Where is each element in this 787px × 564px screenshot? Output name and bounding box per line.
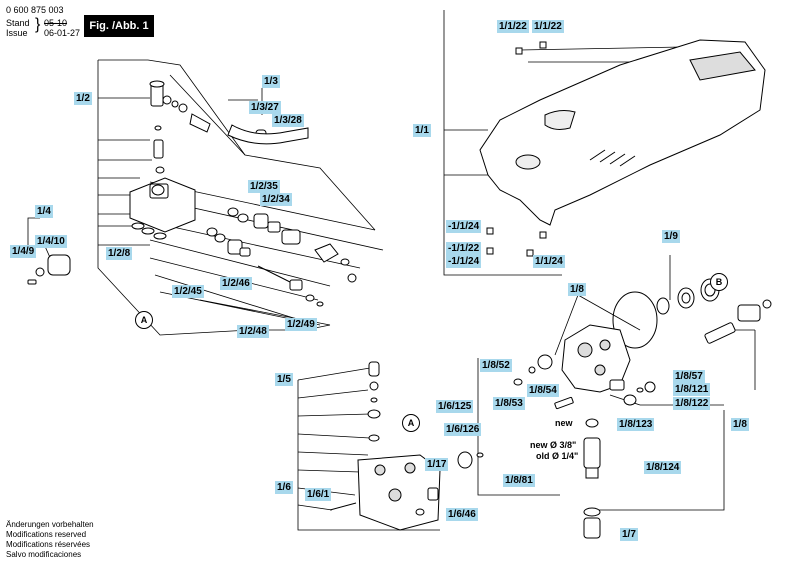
callout-1-1-24c: 1/1/24 [533, 255, 565, 268]
callout-1-8-123: 1/8/123 [617, 418, 655, 431]
callout-1-6-1: 1/6/1 [305, 488, 332, 501]
callout-1-6-46: 1/6/46 [446, 508, 478, 521]
callout-1-7: 1/7 [620, 528, 638, 541]
callout-1-4-10: 1/4/10 [35, 235, 67, 248]
callout-1-3-28: 1/3/28 [272, 114, 304, 127]
callout-1-1-22c: -1/1/22 [446, 242, 482, 255]
callout-1-3: 1/3 [262, 75, 280, 88]
callout-1-2-46: 1/2/46 [220, 277, 252, 290]
footer-line-en: Modifications reserved [6, 530, 87, 539]
callout-1-8-52: 1/8/52 [480, 359, 512, 372]
callout-1-1-24a: -1/1/24 [446, 220, 482, 233]
marker-b: B [710, 273, 728, 291]
callout-1-1: 1/1 [413, 124, 431, 137]
footer-disclaimer: Änderungen vorbehalten Modifications res… [6, 520, 94, 560]
annotation-new: new [555, 418, 573, 428]
marker-a-right: A [402, 414, 420, 432]
callout-1-17: 1/17 [425, 458, 449, 471]
callout-1-3-27: 1/3/27 [249, 101, 281, 114]
callout-1-2: 1/2 [74, 92, 92, 105]
callout-1-8-121: 1/8/121 [673, 383, 711, 396]
issue-label: Issue [6, 28, 28, 38]
callout-1-1-24b: -1/1/24 [446, 255, 482, 268]
callout-1-2-34: 1/2/34 [260, 193, 292, 206]
callout-1-2-45: 1/2/45 [172, 285, 204, 298]
hood-cover [479, 39, 766, 226]
callout-1-6-125: 1/6/125 [436, 400, 474, 413]
callout-1-4: 1/4 [35, 205, 53, 218]
callout-1-2-35: 1/2/35 [248, 180, 280, 193]
brace: } [35, 16, 41, 33]
callout-1-8-122: 1/8/122 [673, 397, 711, 410]
stand-value: 05-10 [44, 18, 68, 28]
issue-value: 06-01-27 [44, 28, 81, 38]
footer-line-fr: Modifications réservées [6, 540, 91, 549]
callout-1-8-54: 1/8/54 [527, 384, 559, 397]
callout-1-1-22b: 1/1/22 [532, 20, 564, 33]
callout-1-6: 1/6 [275, 481, 293, 494]
callout-1-8-124: 1/8/124 [644, 461, 682, 474]
callout-1-2-49: 1/2/49 [285, 318, 317, 331]
footer-line-de: Änderungen vorbehalten [6, 520, 94, 529]
stand-label: Stand [6, 18, 30, 28]
callout-1-2-48: 1/2/48 [237, 325, 269, 338]
callout-1-8-53: 1/8/53 [493, 397, 525, 410]
callout-1-2-8: 1/2/8 [106, 247, 133, 260]
callout-1-8: 1/8 [568, 283, 586, 296]
annotation-old-diameter: old Ø 1/4" [536, 451, 579, 461]
callout-1-8-57: 1/8/57 [673, 370, 705, 383]
callout-1-5: 1/5 [275, 373, 293, 386]
marker-a-left: A [135, 311, 153, 329]
callout-1-8b: 1/8 [731, 418, 749, 431]
callout-1-8-81: 1/8/81 [503, 474, 535, 487]
callout-1-1-22a: 1/1/22 [497, 20, 529, 33]
document-number: 0 600 875 003 [6, 5, 64, 15]
callout-1-4-9: 1/4/9 [10, 245, 37, 258]
callout-1-9: 1/9 [662, 230, 680, 243]
callout-1-6-126: 1/6/126 [444, 423, 482, 436]
annotation-new-diameter: new Ø 3/8" [530, 440, 577, 450]
footer-line-es: Salvo modificaciones [6, 550, 82, 559]
figure-label: Fig. /Abb. 1 [84, 15, 154, 37]
